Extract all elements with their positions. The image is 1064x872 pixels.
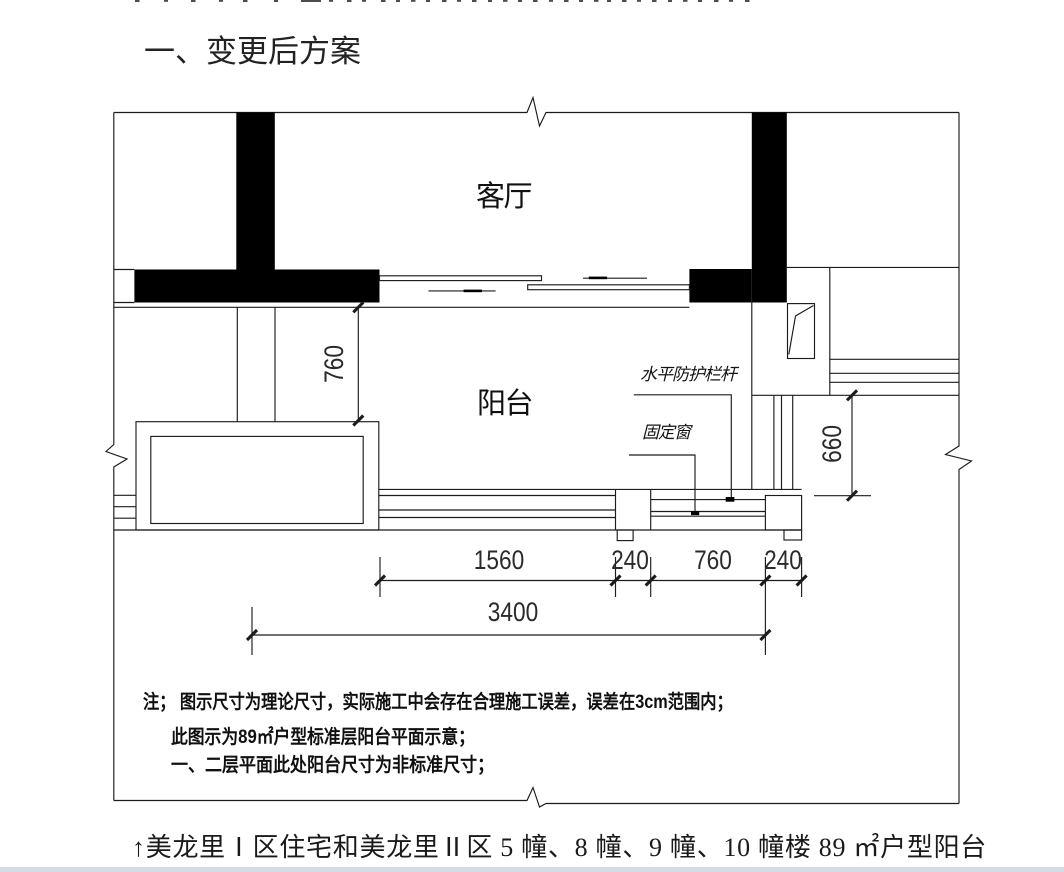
fixed-window-callout: 固定窗 (642, 423, 691, 442)
note-line-1: 注；图示尺寸为理论尺寸，实际施工中会存在合理施工误差，误差在3cm范围内； (143, 693, 733, 712)
wall-lines (113, 266, 959, 422)
balcony-label: 阳台 (477, 388, 534, 420)
casement-window (786, 303, 816, 360)
dim-label-760-front: 760 (693, 544, 732, 575)
sliding-door (378, 275, 690, 293)
drawing-border (104, 95, 973, 808)
note-line-3: 一、二层平面此处阳台尺寸为非标准尺寸； (171, 755, 495, 776)
dim-overall-width (245, 607, 772, 655)
dim-label-760: 760 (319, 344, 349, 383)
dim-label-3400: 3400 (487, 596, 539, 627)
note-line-1-text: 图示尺寸为理论尺寸，实际施工中会存在合理施工误差，误差在3cm范围内； (179, 692, 733, 713)
section-heading: 一、变更后方案 (144, 34, 361, 69)
page-footer-bar (0, 867, 1064, 872)
living-room-label: 客厅 (476, 181, 533, 213)
neighbour-window (829, 358, 959, 383)
planter-box (135, 421, 380, 531)
callout-leaders (629, 394, 735, 516)
dim-balcony-depth (352, 301, 365, 427)
dim-side-window (814, 389, 871, 502)
left-railing (113, 494, 136, 519)
dim-label-240-left: 240 (610, 544, 649, 575)
clipped-text-remnants (135, 0, 750, 2)
figure-caption: ↑美龙里Ⅰ区住宅和美龙里Ⅱ区 5 幢、8 幢、9 幢、10 幢楼 89 ㎡户型阳… (132, 833, 988, 862)
dim-label-1560: 1560 (473, 544, 524, 575)
dim-label-240-right: 240 (763, 544, 802, 575)
note-line-2: 此图示为89㎡户型标准层阳台平面示意； (171, 727, 475, 748)
note-prefix: 注； (143, 692, 176, 713)
wall-fills (134, 112, 787, 303)
railing-callout: 水平防护栏杆 (640, 365, 737, 384)
dim-label-660: 660 (816, 424, 847, 463)
front-window (379, 488, 803, 542)
dim-front-segments (373, 557, 808, 655)
right-side-window (751, 302, 959, 490)
